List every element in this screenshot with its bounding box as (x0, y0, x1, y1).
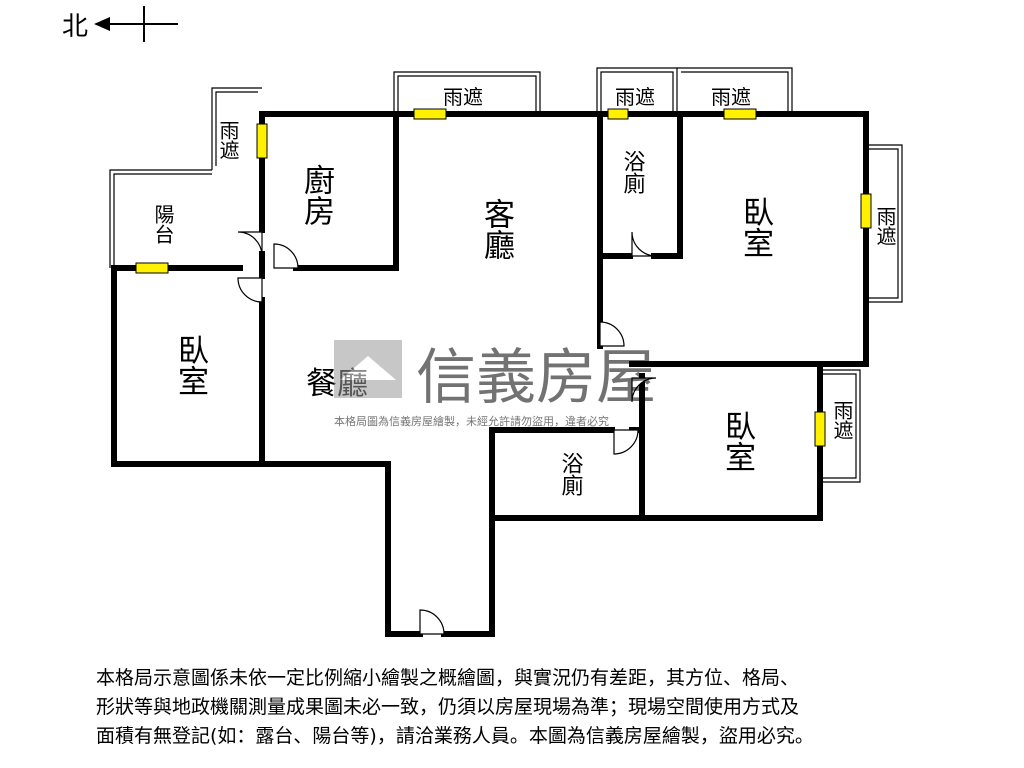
disclaimer-line-1: 本格局示意圖係未依一定比例縮小繪製之概繪圖，與實況仍有差距，其方位、格局、 (96, 667, 800, 689)
balcony-outline (109, 169, 212, 268)
wall-bath-north-east (651, 111, 683, 259)
disclaimer: 本格局示意圖係未依一定比例縮小繪製之概繪圖，與實況仍有差距，其方位、格局、 形狀… (96, 664, 976, 751)
canopy-label-east: 雨遮 (873, 206, 897, 246)
watermark-brand: 信義房屋 (416, 343, 656, 413)
door-entry (419, 609, 445, 635)
kitchen-label: 廚房 (298, 164, 335, 226)
disclaimer-line-2: 形狀等與地政機關測量成果圖未必一致，仍須以房屋現場為準；現場空間使用方式及 (96, 696, 800, 718)
door-kitchen (273, 243, 299, 269)
canopy-outline-top-2 (596, 67, 678, 114)
door-bathroom-south (613, 429, 639, 455)
window-balcony (135, 262, 169, 274)
canopy-outline-northwest (211, 87, 262, 170)
canopy-label-top-2: 雨遮 (615, 85, 655, 109)
canopy-outline-top-3-inner (681, 71, 789, 114)
bedroom-label-west: 臥室 (172, 334, 208, 396)
window-bedroom-east (860, 193, 872, 229)
wall-bedroom-se-west (489, 373, 645, 521)
wall-kitchen (293, 111, 399, 271)
disclaimer-line-3: 面積有無登記(如：露台、陽台等)，請洽業務人員。本圖為信義房屋繪製，盜用必究。 (96, 725, 814, 747)
canopy-outline-east (866, 144, 903, 303)
canopy-outline-southeast-inner (822, 373, 857, 479)
floor-plan: 北 (62, 6, 903, 637)
walls (111, 111, 869, 637)
wall-dining-south (259, 461, 423, 637)
wall-entry-south (441, 427, 615, 637)
watermark-logo-roof (340, 356, 396, 380)
window-kitchen-west (256, 123, 268, 159)
door-bedroom-west (237, 277, 263, 303)
window-bedroom-southeast (814, 411, 826, 447)
bathroom-label-north: 浴廁 (620, 150, 646, 194)
canopy-outline-east-inner (866, 148, 899, 299)
north-label: 北 (62, 12, 88, 42)
canopy-label-southeast: 雨遮 (830, 400, 854, 440)
compass: 北 (62, 6, 178, 42)
door-bedroom-southeast (631, 377, 657, 403)
canopy-outline-top-1-inner (397, 75, 537, 114)
canopy-outline-southeast (822, 369, 861, 483)
balcony-label: 陽台 (151, 204, 175, 244)
door-bathroom-north (631, 231, 657, 257)
canopy-outline-top-3 (677, 67, 793, 114)
bathroom-label-south: 浴廁 (558, 452, 584, 496)
window-bath-north (607, 108, 629, 120)
canopy-outline-top-2-inner (600, 71, 674, 114)
windows (135, 108, 872, 447)
window-bedroom-north (723, 108, 757, 120)
doors (237, 231, 657, 635)
canopy-label-nw-1: 雨遮 (216, 120, 240, 160)
balcony-outline-inner (113, 173, 212, 268)
watermark-notice: 本格局圖為信義房屋繪製，未經允許請勿盜用，違者必究 (334, 414, 609, 428)
window-living-north (413, 108, 447, 120)
door-balcony (237, 231, 263, 257)
canopy-label-top-1: 雨遮 (443, 85, 483, 109)
exterior-outlines (109, 67, 903, 483)
canopy-outline-top-1 (393, 71, 541, 114)
living-room-label: 客廳 (478, 198, 515, 260)
watermark: 信義房屋 本格局圖為信義房屋繪製，未經允許請勿盜用，違者必究 (334, 340, 656, 428)
north-arrow-head (94, 17, 110, 31)
canopy-outline-northwest-inner (215, 91, 258, 166)
canopy-label-top-3: 雨遮 (711, 85, 751, 109)
door-bedroom-northeast (599, 321, 625, 347)
bedroom-label-southeast: 臥室 (719, 410, 755, 472)
bedroom-label-northeast: 臥室 (737, 196, 773, 258)
